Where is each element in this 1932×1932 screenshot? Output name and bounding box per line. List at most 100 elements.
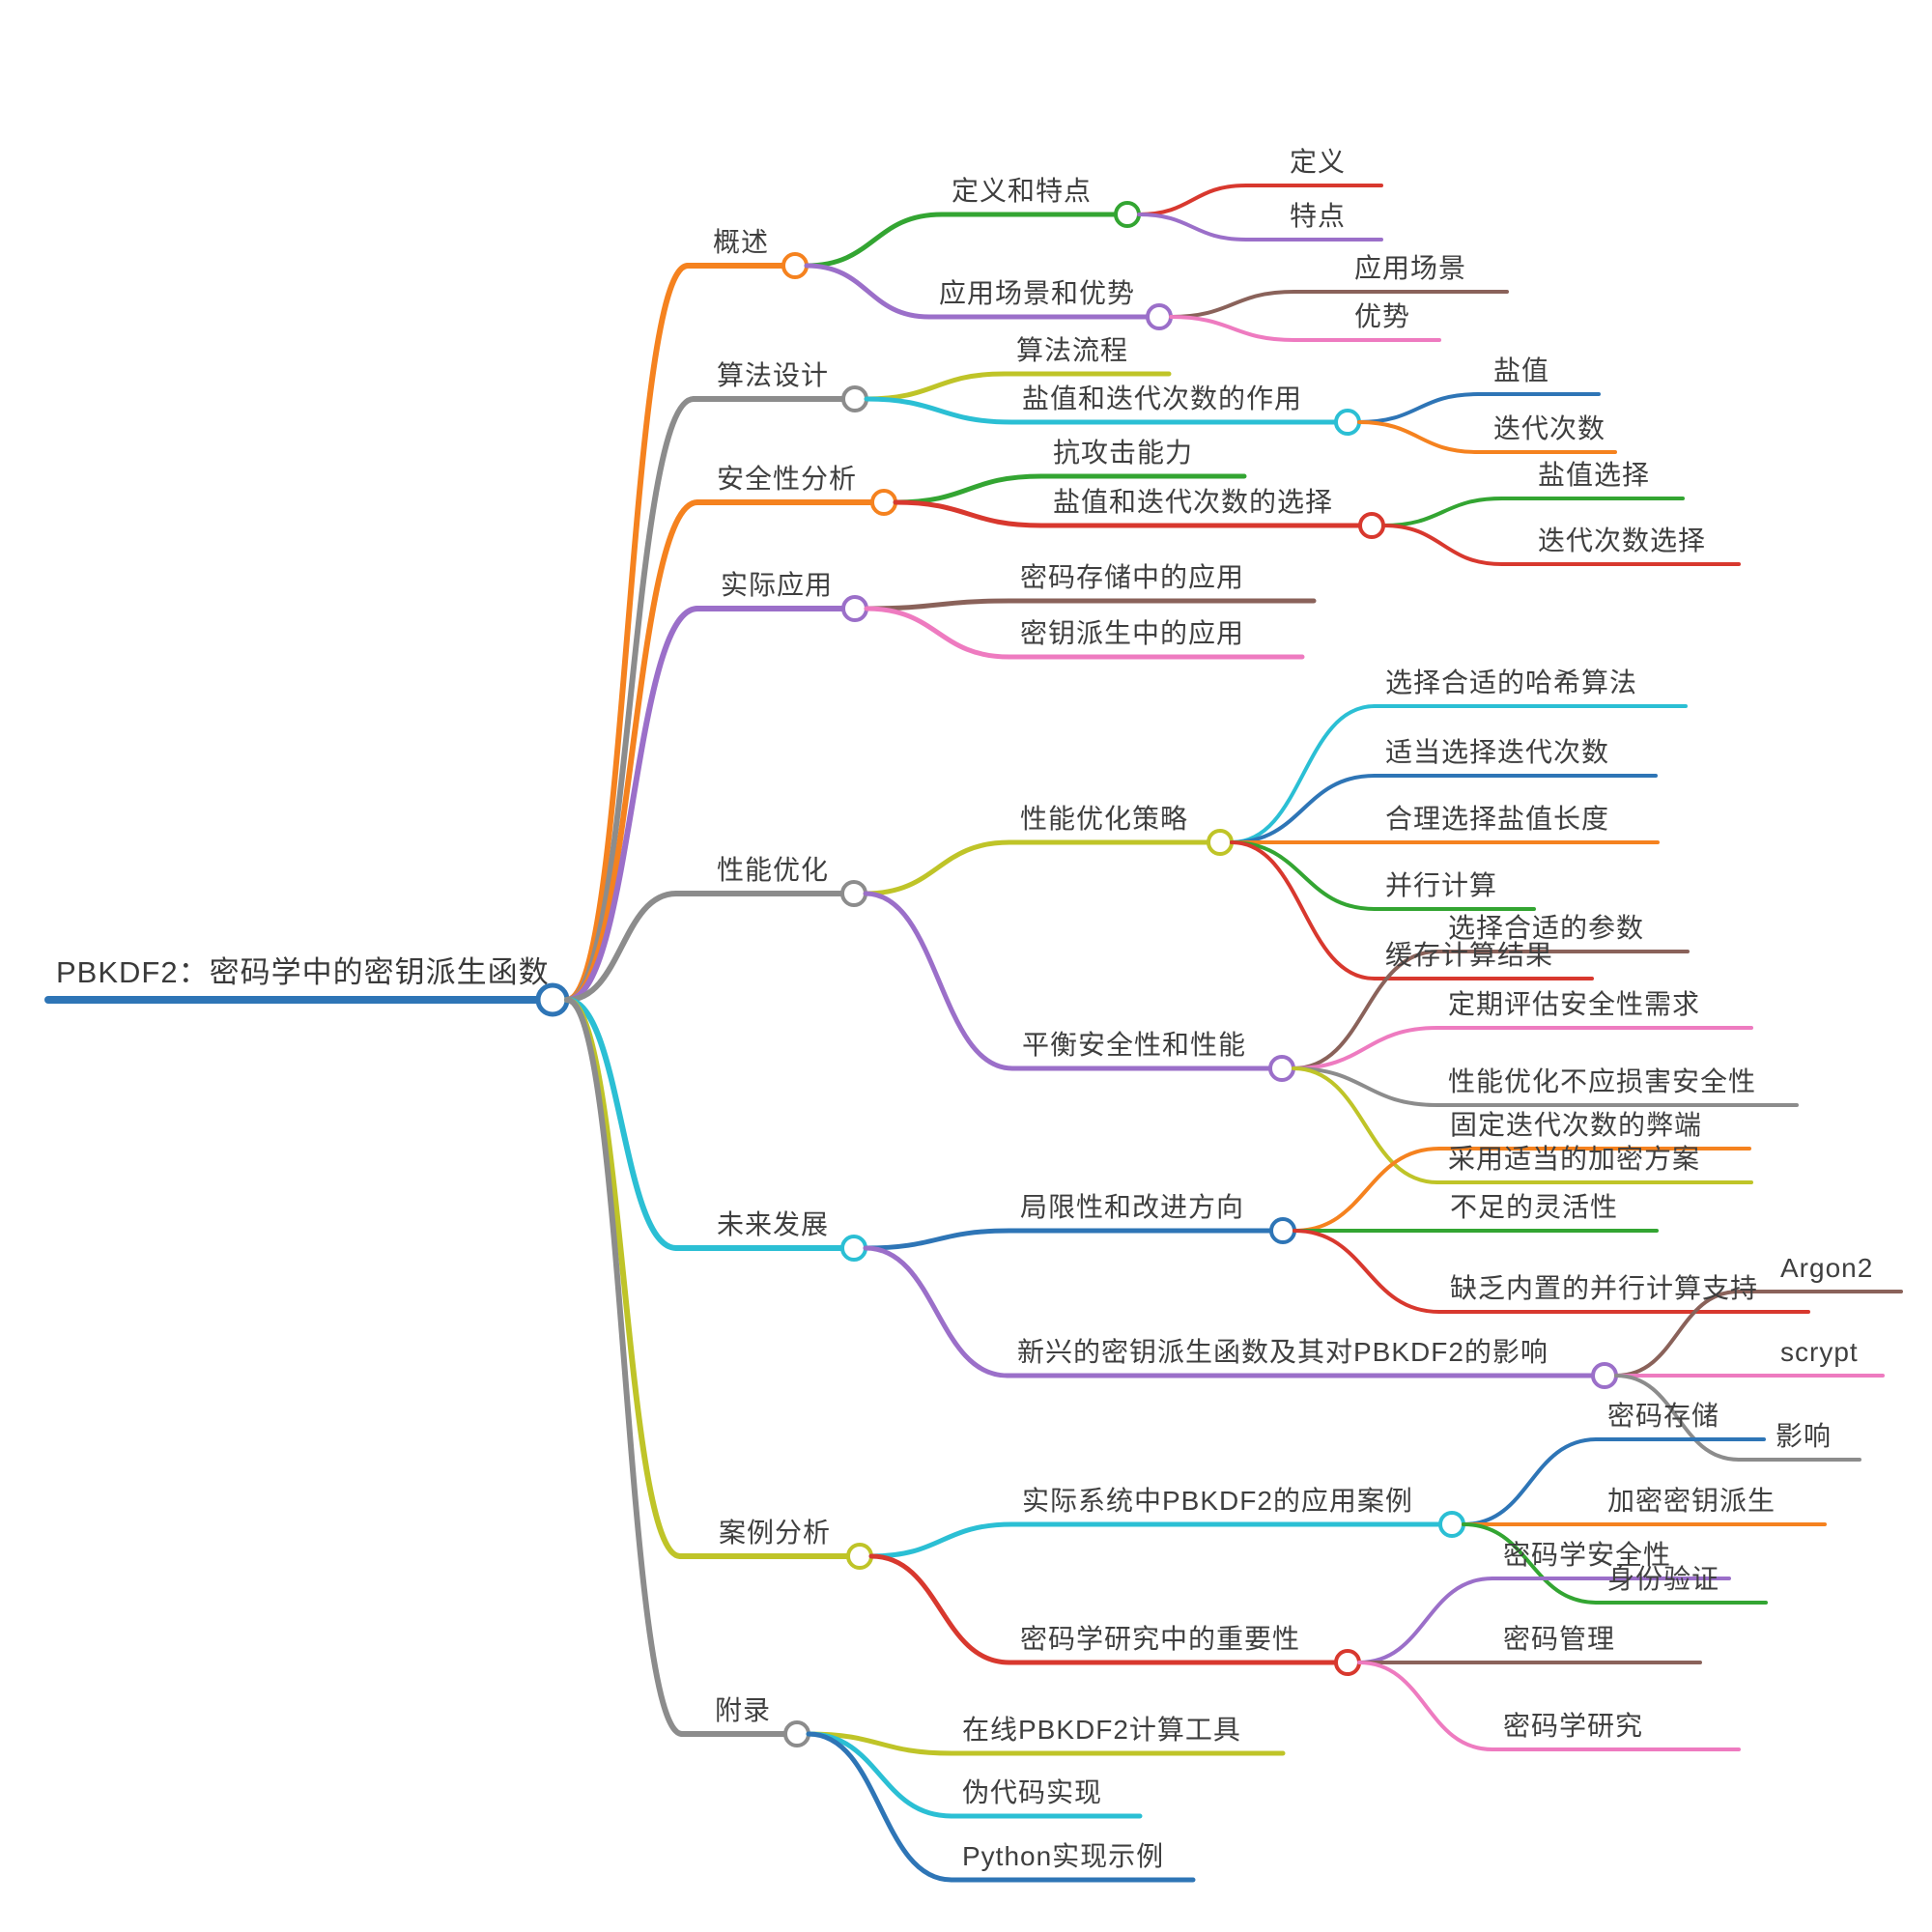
node-circle-real-system-cases[interactable] [1438, 1511, 1465, 1538]
label-online-pbkdf2-tool[interactable]: 在线PBKDF2计算工具 [962, 1715, 1241, 1745]
label-key-derivation-application[interactable]: 密钥派生中的应用 [1020, 618, 1245, 648]
node-circle-emerging-kdf-impact[interactable] [1591, 1362, 1618, 1389]
label-iterations[interactable]: 迭代次数 [1493, 413, 1606, 443]
label-practical-application[interactable]: 实际应用 [721, 570, 834, 600]
label-cache-results[interactable]: 缓存计算结果 [1385, 940, 1554, 970]
label-salt-iteration-choice[interactable]: 盐值和迭代次数的选择 [1053, 487, 1334, 517]
edge-fixed-iteration-drawback [1293, 1147, 1441, 1233]
node-circle-algorithm-design[interactable] [841, 385, 868, 412]
node-circle-salt-iteration-choice[interactable] [1358, 512, 1385, 539]
node-circle-future-development[interactable] [840, 1235, 867, 1262]
label-identity-authentication[interactable]: 身份验证 [1607, 1564, 1720, 1594]
label-scrypt[interactable]: scrypt [1780, 1337, 1859, 1367]
label-no-builtin-parallel-support[interactable]: 缺乏内置的并行计算支持 [1450, 1273, 1759, 1303]
edge-case-analysis [564, 997, 683, 1559]
label-no-harm-to-security[interactable]: 性能优化不应损害安全性 [1448, 1066, 1757, 1096]
label-insufficient-flexibility[interactable]: 不足的灵活性 [1450, 1192, 1619, 1222]
label-advantages[interactable]: 优势 [1354, 301, 1411, 331]
node-circle-appendix[interactable] [783, 1720, 810, 1747]
label-password-storage[interactable]: 密码存储 [1607, 1401, 1720, 1431]
label-salt-choice[interactable]: 盐值选择 [1538, 460, 1651, 490]
label-parallel-computing[interactable]: 并行计算 [1385, 870, 1498, 900]
label-salt-iteration-role[interactable]: 盐值和迭代次数的作用 [1022, 384, 1303, 413]
label-periodic-security-evaluation[interactable]: 定期评估安全性需求 [1448, 989, 1701, 1019]
label-fixed-iteration-drawback[interactable]: 固定迭代次数的弊端 [1450, 1110, 1703, 1140]
label-password-management[interactable]: 密码管理 [1503, 1624, 1616, 1654]
label-crypto-research[interactable]: 密码学研究 [1503, 1711, 1644, 1741]
label-research-importance[interactable]: 密码学研究中的重要性 [1020, 1624, 1301, 1654]
label-iteration-choice[interactable]: 迭代次数选择 [1538, 526, 1707, 555]
edge-key-derivation-application [864, 606, 1012, 660]
node-circle-research-importance[interactable] [1334, 1649, 1361, 1676]
label-choose-proper-params[interactable]: 选择合适的参数 [1448, 913, 1645, 943]
label-password-storage-application[interactable]: 密码存储中的应用 [1020, 562, 1245, 592]
edge-research-importance [868, 1553, 1012, 1665]
edge-crypto-security [1357, 1577, 1494, 1664]
label-case-analysis[interactable]: 案例分析 [719, 1518, 832, 1548]
label-optimization-strategies[interactable]: 性能优化策略 [1020, 804, 1189, 834]
edge-appendix [564, 997, 685, 1737]
label-features[interactable]: 特点 [1290, 201, 1347, 231]
edge-algorithm-flow [864, 371, 1008, 402]
label-attack-resistance[interactable]: 抗攻击能力 [1053, 438, 1194, 468]
node-circle-balance-security-performance[interactable] [1268, 1055, 1295, 1082]
edge-iterations [1357, 420, 1480, 454]
edge-application-scenarios [1169, 290, 1296, 319]
edge-periodic-security-evaluation [1292, 1026, 1439, 1070]
label-proper-iteration-count[interactable]: 适当选择迭代次数 [1385, 737, 1610, 767]
label-reasonable-salt-length[interactable]: 合理选择盐值长度 [1385, 804, 1610, 834]
label-emerging-kdf-impact[interactable]: 新兴的密钥派生函数及其对PBKDF2的影响 [1017, 1337, 1548, 1367]
label-python-example[interactable]: Python实现示例 [962, 1841, 1165, 1871]
label-security-analysis[interactable]: 安全性分析 [717, 464, 858, 494]
node-circle-security-analysis[interactable] [870, 489, 897, 516]
edge-python-example [806, 1731, 954, 1883]
edge-choose-proper-params [1292, 950, 1439, 1070]
node-circle-overview[interactable] [781, 252, 809, 279]
edge-salt-iteration-role [864, 396, 1015, 425]
label-algorithm-flow[interactable]: 算法流程 [1016, 335, 1129, 365]
label-salt[interactable]: 盐值 [1493, 355, 1550, 385]
edge-password-storage [1462, 1437, 1599, 1526]
label-impact[interactable]: 影响 [1776, 1421, 1833, 1451]
edge-balance-security-performance [863, 891, 1015, 1071]
edge-cache-results [1230, 840, 1377, 980]
label-overview[interactable]: 概述 [713, 227, 770, 257]
label-proper-encryption-scheme[interactable]: 采用适当的加密方案 [1448, 1144, 1701, 1174]
label-root[interactable]: PBKDF2：密码学中的密钥派生函数 [56, 955, 550, 989]
label-scenarios-and-advantages[interactable]: 应用场景和优势 [939, 278, 1136, 308]
node-circle-optimization-strategies[interactable] [1207, 829, 1234, 856]
node-circle-limitations-improvements[interactable] [1269, 1217, 1296, 1244]
label-definition-and-features[interactable]: 定义和特点 [952, 176, 1093, 206]
label-real-system-cases[interactable]: 实际系统中PBKDF2的应用案例 [1022, 1486, 1413, 1516]
label-definition[interactable]: 定义 [1290, 147, 1347, 177]
edge-optimization-strategies [863, 839, 1012, 896]
label-future-development[interactable]: 未来发展 [717, 1209, 830, 1239]
edge-emerging-kdf-impact [863, 1245, 1010, 1378]
label-choose-hash-algorithm[interactable]: 选择合适的哈希算法 [1385, 668, 1638, 697]
node-circle-case-analysis[interactable] [846, 1543, 873, 1570]
edge-parallel-computing [1230, 840, 1377, 911]
label-performance-optimization[interactable]: 性能优化 [717, 855, 830, 885]
label-algorithm-design[interactable]: 算法设计 [717, 360, 830, 390]
label-application-scenarios[interactable]: 应用场景 [1354, 253, 1467, 283]
edge-argon2 [1614, 1290, 1741, 1378]
label-pseudocode-implementation[interactable]: 伪代码实现 [962, 1777, 1103, 1807]
edge-proper-encryption-scheme [1292, 1066, 1439, 1184]
node-circle-salt-iteration-role[interactable] [1334, 409, 1361, 436]
node-circle-practical-application[interactable] [841, 595, 868, 622]
edge-iteration-choice [1381, 524, 1504, 566]
label-appendix[interactable]: 附录 [715, 1695, 772, 1725]
node-circle-definition-and-features[interactable] [1114, 201, 1141, 228]
edge-features [1137, 213, 1248, 242]
label-balance-security-performance[interactable]: 平衡安全性和性能 [1022, 1030, 1247, 1060]
edge-impact [1614, 1374, 1741, 1462]
edge-proper-iteration-count [1230, 774, 1377, 844]
label-argon2[interactable]: Argon2 [1780, 1253, 1874, 1283]
node-circle-scenarios-and-advantages[interactable] [1146, 303, 1173, 330]
node-circle-performance-optimization[interactable] [840, 880, 867, 907]
label-encryption-key-derivation[interactable]: 加密密钥派生 [1607, 1486, 1776, 1516]
label-crypto-security[interactable]: 密码学安全性 [1503, 1540, 1672, 1570]
edge-algorithm-design [564, 396, 696, 1003]
label-limitations-improvements[interactable]: 局限性和改进方向 [1020, 1192, 1245, 1222]
